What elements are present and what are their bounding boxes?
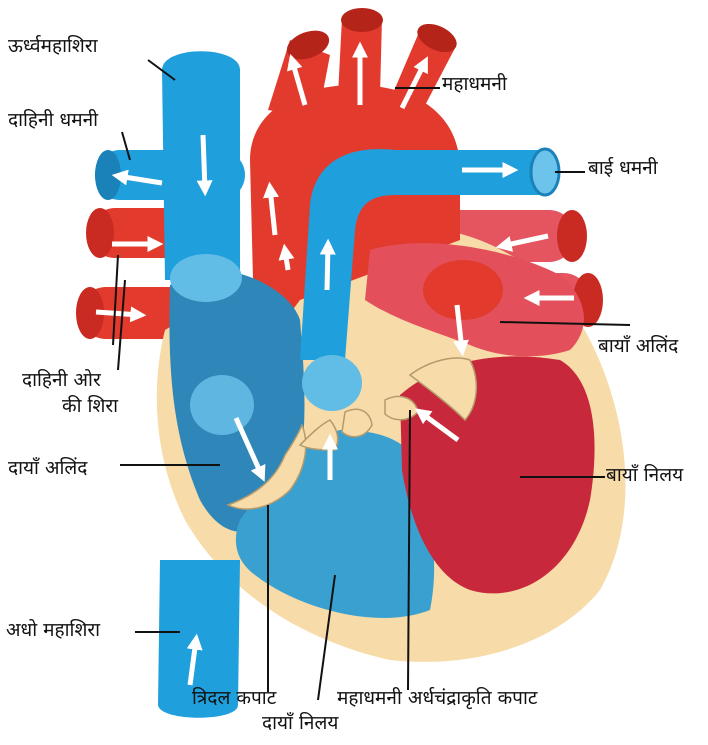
label-aortic-semilunar-valve: महाधमनी अर्धचंद्राकृति कपाट <box>337 688 537 710</box>
label-inferior-vena-cava: अधो महाशिरा <box>6 620 100 642</box>
label-left-ventricle: बायाँ निलय <box>606 465 683 487</box>
label-right-atrium: दायाँ अलिंद <box>8 458 87 480</box>
label-left-atrium: बायाँ अलिंद <box>598 336 678 358</box>
label-tricuspid-valve: त्रिदल कपाट <box>192 688 276 710</box>
label-aorta: महाधमनी <box>442 74 507 96</box>
label-left-pulmonary-artery: बाई धमनी <box>588 158 658 180</box>
label-right-pulmonary-artery: दाहिनी धमनी <box>8 110 98 132</box>
label-right-pulmonary-veins-line1: दाहिनी ओर <box>22 370 101 392</box>
label-superior-vena-cava: ऊर्ध्वमहाशिरा <box>8 36 98 58</box>
label-right-ventricle: दायाँ निलय <box>262 713 338 735</box>
label-right-pulmonary-veins-line2: की शिरा <box>62 396 118 418</box>
